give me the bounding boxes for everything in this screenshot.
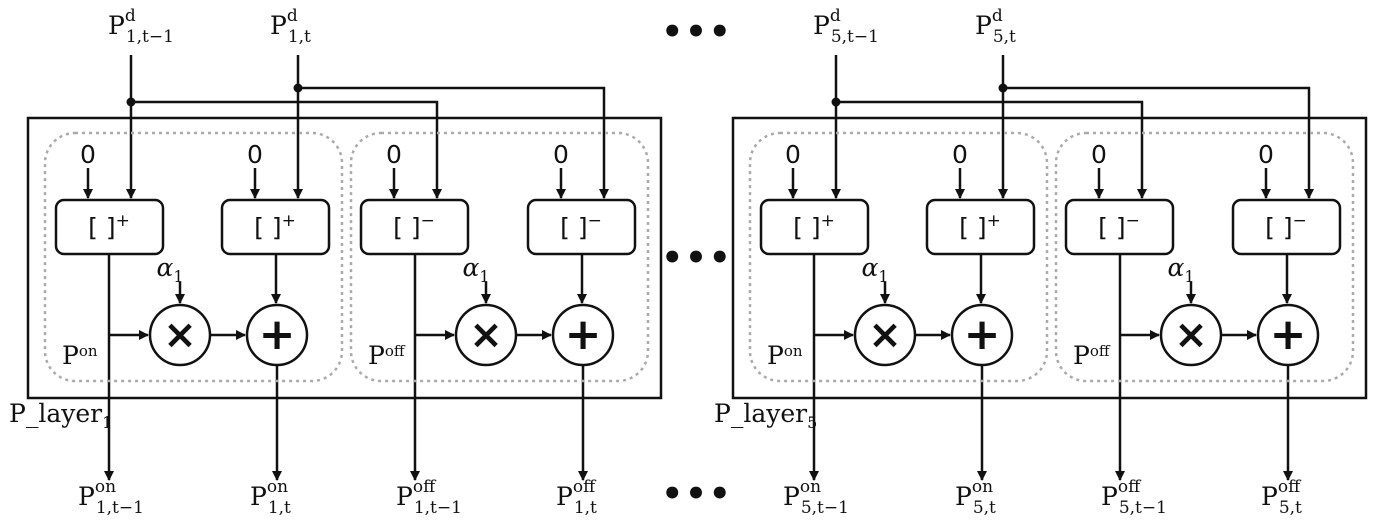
multiply-symbol: × [1174, 312, 1208, 358]
clip-operator-box [759, 198, 870, 256]
multiply-symbol: × [868, 312, 902, 358]
group-label: Pon [62, 341, 98, 370]
layer-boxes [26, 116, 1368, 400]
clip-operator-label: [ ]+ [254, 211, 296, 242]
clip-operator-label: [ ]− [1265, 211, 1307, 242]
input-wire-branch [836, 100, 1147, 199]
multiply-symbol: × [469, 312, 503, 358]
ellipsis-separator: ••• [661, 12, 732, 52]
alpha-label: α1 [462, 253, 489, 286]
zero-constant: 0 [1091, 140, 1107, 169]
group-label: Poff [368, 341, 406, 370]
zero-constant: 0 [1258, 140, 1274, 169]
zero-constant: 0 [247, 140, 263, 169]
input-wire-branch [1003, 86, 1314, 199]
alpha-label: α1 [156, 253, 183, 286]
alpha-label: α1 [1167, 253, 1194, 286]
clip-operator-label: [ ]+ [88, 211, 130, 242]
add-symbol: + [259, 309, 296, 360]
multiply-node [853, 303, 917, 367]
layer-box [731, 116, 1368, 400]
multiply-node [1159, 303, 1223, 367]
add-symbol: + [565, 309, 602, 360]
connection-wires [83, 55, 1314, 481]
clip-operator-label: [ ]+ [959, 211, 1001, 242]
clip-operator-label: [ ]− [393, 211, 435, 242]
zero-constant: 0 [785, 140, 801, 169]
group-label: Poff [1073, 341, 1111, 370]
clip-operator-label: [ ]+ [793, 211, 835, 242]
add-node [1256, 303, 1320, 367]
alpha-label: α1 [861, 253, 888, 286]
layer-label: P_layer1 [9, 399, 112, 432]
group-box-off [349, 131, 650, 383]
clip-operator-box [925, 198, 1036, 256]
multiply-node [148, 303, 212, 367]
clip-operator-box [359, 198, 470, 256]
clip-operator-label: [ ]− [1098, 211, 1140, 242]
ellipsis-separator: ••• [661, 474, 732, 514]
clip-operator-box [1064, 198, 1175, 256]
input-wire-branch [131, 100, 442, 199]
input-wire-branch [298, 86, 609, 199]
add-node [245, 303, 309, 367]
zero-constant: 0 [80, 140, 96, 169]
add-symbol: + [1270, 309, 1307, 360]
clip-operator-label: [ ]− [560, 211, 602, 242]
layer-label: P_layer5 [714, 399, 817, 432]
zero-constant: 0 [553, 140, 569, 169]
group-box-on [748, 131, 1049, 383]
layer-box [26, 116, 663, 400]
multiply-node [454, 303, 518, 367]
clip-operator-box [54, 198, 165, 256]
add-node [950, 303, 1014, 367]
add-node [551, 303, 615, 367]
zero-constant: 0 [386, 140, 402, 169]
zero-constant: 0 [952, 140, 968, 169]
clip-operator-box [526, 198, 637, 256]
clip-operator-box [1231, 198, 1342, 256]
group-box-off [1054, 131, 1355, 383]
multiply-symbol: × [163, 312, 197, 358]
group-label: Pon [767, 341, 803, 370]
ellipsis-separator: ••• [661, 238, 732, 278]
group-box-on [43, 131, 344, 383]
add-symbol: + [964, 309, 1001, 360]
clip-operator-box [220, 198, 331, 256]
